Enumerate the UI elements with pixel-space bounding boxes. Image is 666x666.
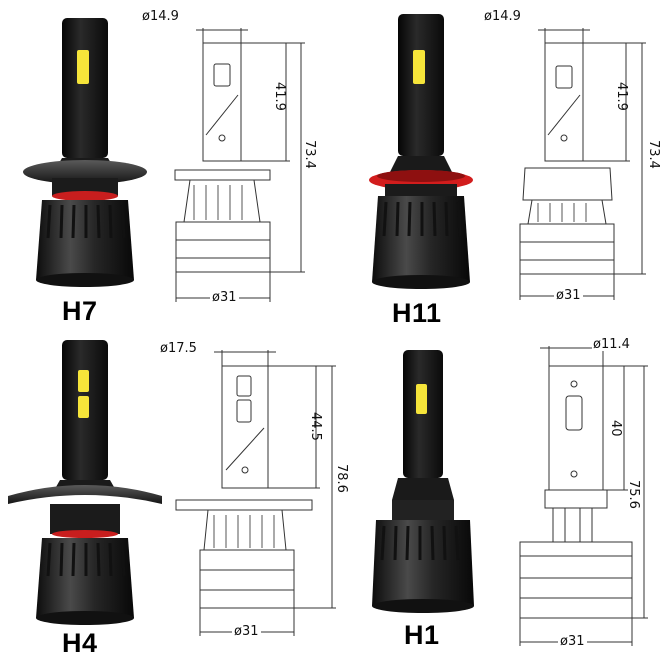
h11-top-diameter: ø14.9 xyxy=(484,9,521,24)
h11-total-height: 73.4 xyxy=(646,140,661,169)
h4-base-diameter: ø31 xyxy=(232,624,261,639)
h7-bulb-photo xyxy=(23,18,147,287)
h7-chip-height: 41.9 xyxy=(272,82,287,111)
model-label-h7: H7 xyxy=(62,296,98,326)
h7-total-height: 73.4 xyxy=(302,140,317,169)
h1-top-diameter: ø11.4 xyxy=(592,337,631,352)
h7-top-diameter: ø14.9 xyxy=(142,9,179,24)
h7-technical-drawing xyxy=(174,28,305,302)
model-label-h11: H11 xyxy=(392,298,442,328)
h1-total-height: 75.6 xyxy=(626,480,641,509)
model-label-h4: H4 xyxy=(62,628,98,658)
h1-base-diameter: ø31 xyxy=(558,634,587,649)
h4-technical-drawing xyxy=(175,350,336,636)
h11-bulb-photo xyxy=(369,14,473,289)
model-label-h1: H1 xyxy=(404,620,440,650)
h1-chip-height: 40 xyxy=(608,420,623,437)
h4-bulb-photo xyxy=(8,340,162,625)
h4-chip-height: 44.5 xyxy=(308,412,323,441)
h11-base-diameter: ø31 xyxy=(554,288,583,303)
h11-technical-drawing xyxy=(519,28,646,300)
h7-base-diameter: ø31 xyxy=(210,290,239,305)
h4-top-diameter: ø17.5 xyxy=(160,341,197,356)
h11-chip-height: 41.9 xyxy=(614,82,629,111)
h1-bulb-photo xyxy=(372,350,474,613)
h4-total-height: 78.6 xyxy=(334,464,349,493)
